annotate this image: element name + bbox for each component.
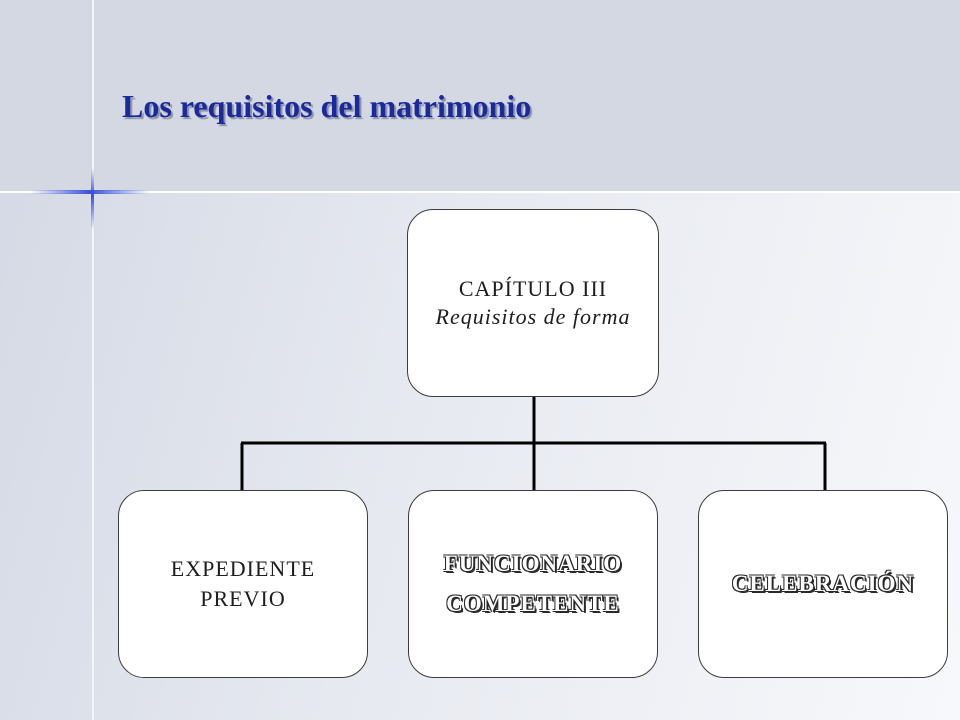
band-divider	[0, 191, 960, 193]
expediente-box: EXPEDIENTE PREVIO	[118, 490, 368, 678]
vertical-divider	[92, 0, 94, 720]
slide-title: Los requisitos del matrimonio	[122, 88, 532, 124]
title-band	[0, 0, 960, 192]
chapter-subtitle: Requisitos de forma	[435, 304, 631, 329]
chapter-box: CAPÍTULO III Requisitos de forma	[407, 209, 659, 397]
funcionario-line-2: COMPETENTE	[446, 591, 620, 616]
funcionario-box: FUNCIONARIO COMPETENTE	[408, 490, 658, 678]
celebracion-box: CELEBRACIÓN	[698, 490, 948, 678]
accent-vertical	[91, 168, 94, 230]
accent-horizontal	[30, 190, 150, 194]
funcionario-line-1: FUNCIONARIO	[443, 551, 623, 576]
connector-group	[240, 397, 827, 490]
expediente-line-1: EXPEDIENTE	[170, 556, 316, 581]
expediente-line-2: PREVIO	[200, 586, 286, 611]
chapter-label: CAPÍTULO III	[458, 276, 608, 301]
celebracion-line-1: CELEBRACIÓN	[731, 571, 915, 596]
